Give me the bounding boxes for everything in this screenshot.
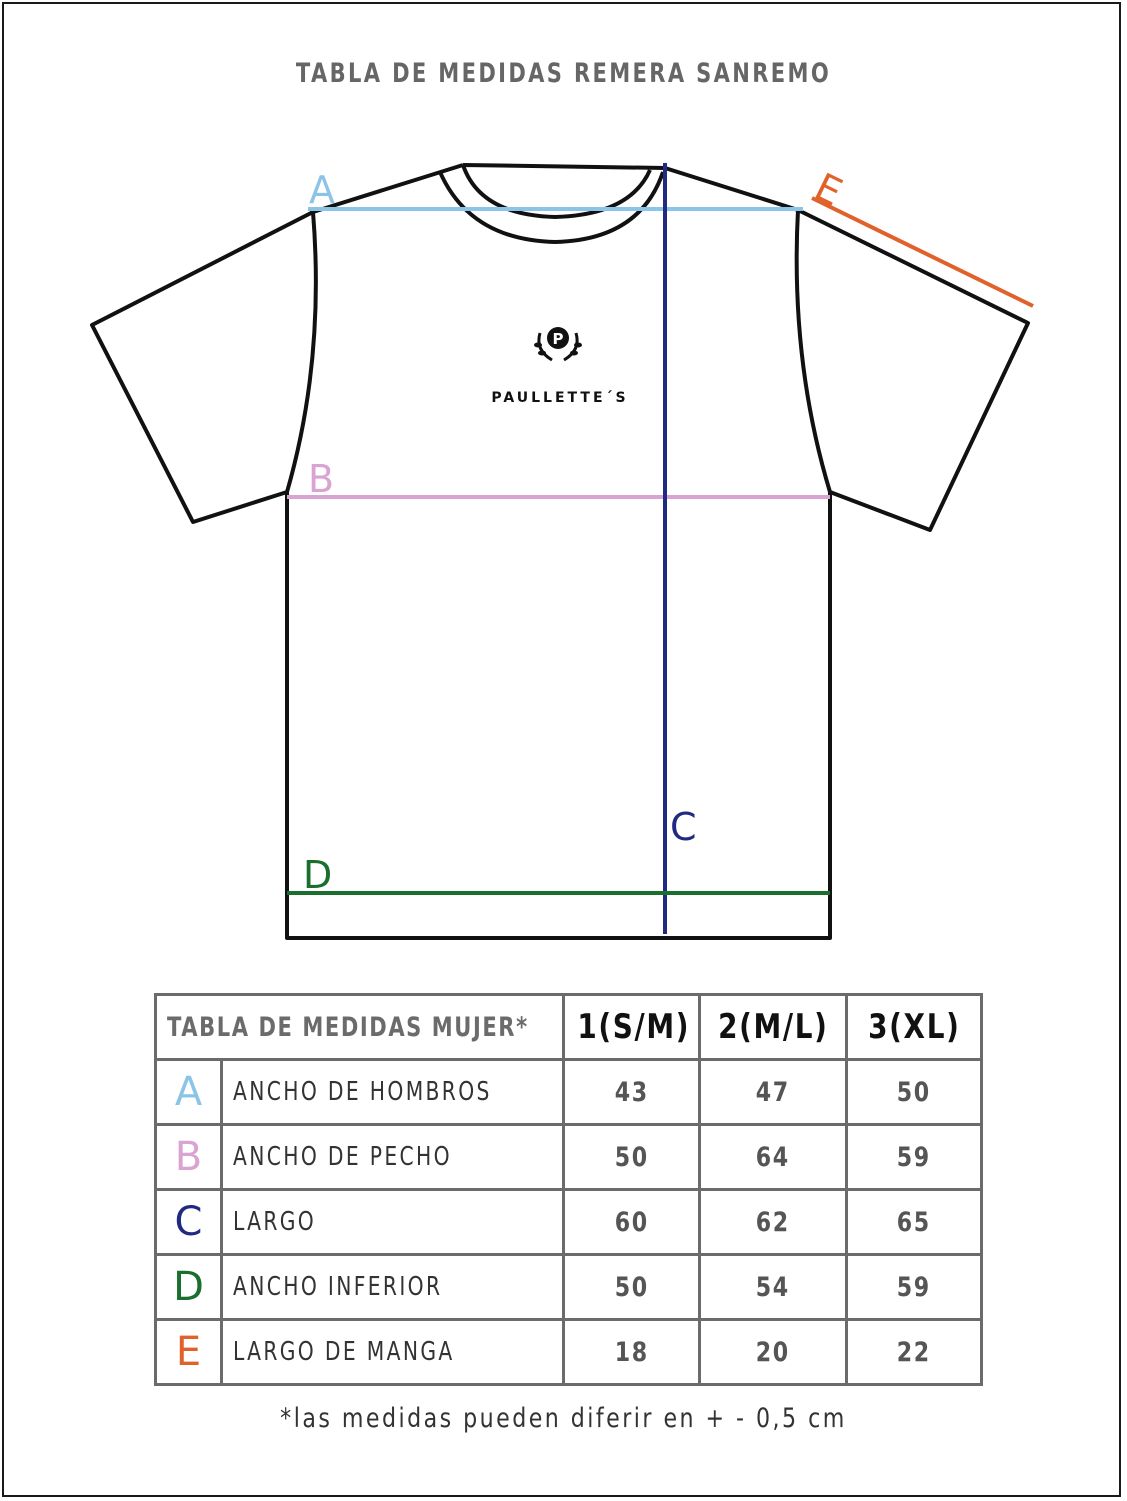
size-table: TABLA DE MEDIDAS MUJER* 1(S/M) 2(M/L) 3(… [153,993,984,1386]
row-value: 59 [845,1253,984,1321]
measure-line-e [811,196,1034,308]
row-value: 18 [562,1318,702,1386]
brand-logo: P PAULLETTE´S [491,327,628,406]
row-value: 65 [845,1188,984,1256]
row-value: 50 [845,1058,984,1126]
laurel-right-icon [563,332,579,362]
row-value: 62 [698,1188,849,1256]
row-value: 50 [562,1253,702,1321]
row-value: 54 [698,1253,849,1321]
logo-monogram-circle [547,327,569,349]
tshirt-outline [90,163,1030,940]
diagram-letter-c: C [670,805,697,849]
table-row: D ANCHO INFERIOR 50 54 59 [154,1253,984,1321]
row-value: 47 [698,1058,849,1126]
size-table-header-label: TABLA DE MEDIDAS MUJER* [153,993,566,1061]
laurel-leaf [574,342,582,348]
row-value: 59 [845,1123,984,1191]
row-letter: B [154,1123,223,1191]
row-label: ANCHO DE HOMBROS [219,1058,566,1126]
diagram-letter-a: A [309,168,335,212]
size-header-2: 2(M/L) [698,993,849,1061]
footnote: *las medidas pueden diferir en + - 0,5 c… [280,1403,847,1434]
laurel-leaf [538,350,546,356]
page-title: TABLA DE MEDIDAS REMERA SANREMO [295,58,832,89]
row-value: 60 [562,1188,702,1256]
diagram-letter-e: E [808,165,849,215]
row-value: 50 [562,1123,702,1191]
laurel-leaf [534,342,542,348]
row-label: LARGO [219,1188,566,1256]
table-row: A ANCHO DE HOMBROS 43 47 50 [154,1058,984,1126]
row-value: 20 [698,1318,849,1386]
row-value: 22 [845,1318,984,1386]
row-label: ANCHO DE PECHO [219,1123,566,1191]
tshirt-collar-inner [461,164,652,220]
row-letter: C [154,1188,223,1256]
logo-monogram: P [553,330,564,348]
row-value: 64 [698,1123,849,1191]
row-letter: D [154,1253,223,1321]
table-row: C LARGO 60 62 65 [154,1188,984,1256]
size-header-1: 1(S/M) [562,993,702,1061]
diagram-letter-d: D [303,853,332,897]
row-label: ANCHO INFERIOR [219,1253,566,1321]
diagram-letter-b: B [308,457,334,501]
row-letter: E [154,1318,223,1386]
laurel-left-icon [537,332,553,362]
brand-name: PAULLETTE´S [491,390,628,406]
size-header-3: 3(XL) [845,993,984,1061]
row-label: LARGO DE MANGA [219,1318,566,1386]
tshirt-diagram: A B C D E P PAULLETTE´S [90,163,1034,940]
row-letter: A [154,1058,223,1126]
laurel-leaf [570,350,578,356]
table-row: B ANCHO DE PECHO 50 64 59 [154,1123,984,1191]
table-row: E LARGO DE MANGA 18 20 22 [154,1318,984,1386]
size-table-header-row: TABLA DE MEDIDAS MUJER* 1(S/M) 2(M/L) 3(… [153,993,984,1061]
row-value: 43 [562,1058,702,1126]
